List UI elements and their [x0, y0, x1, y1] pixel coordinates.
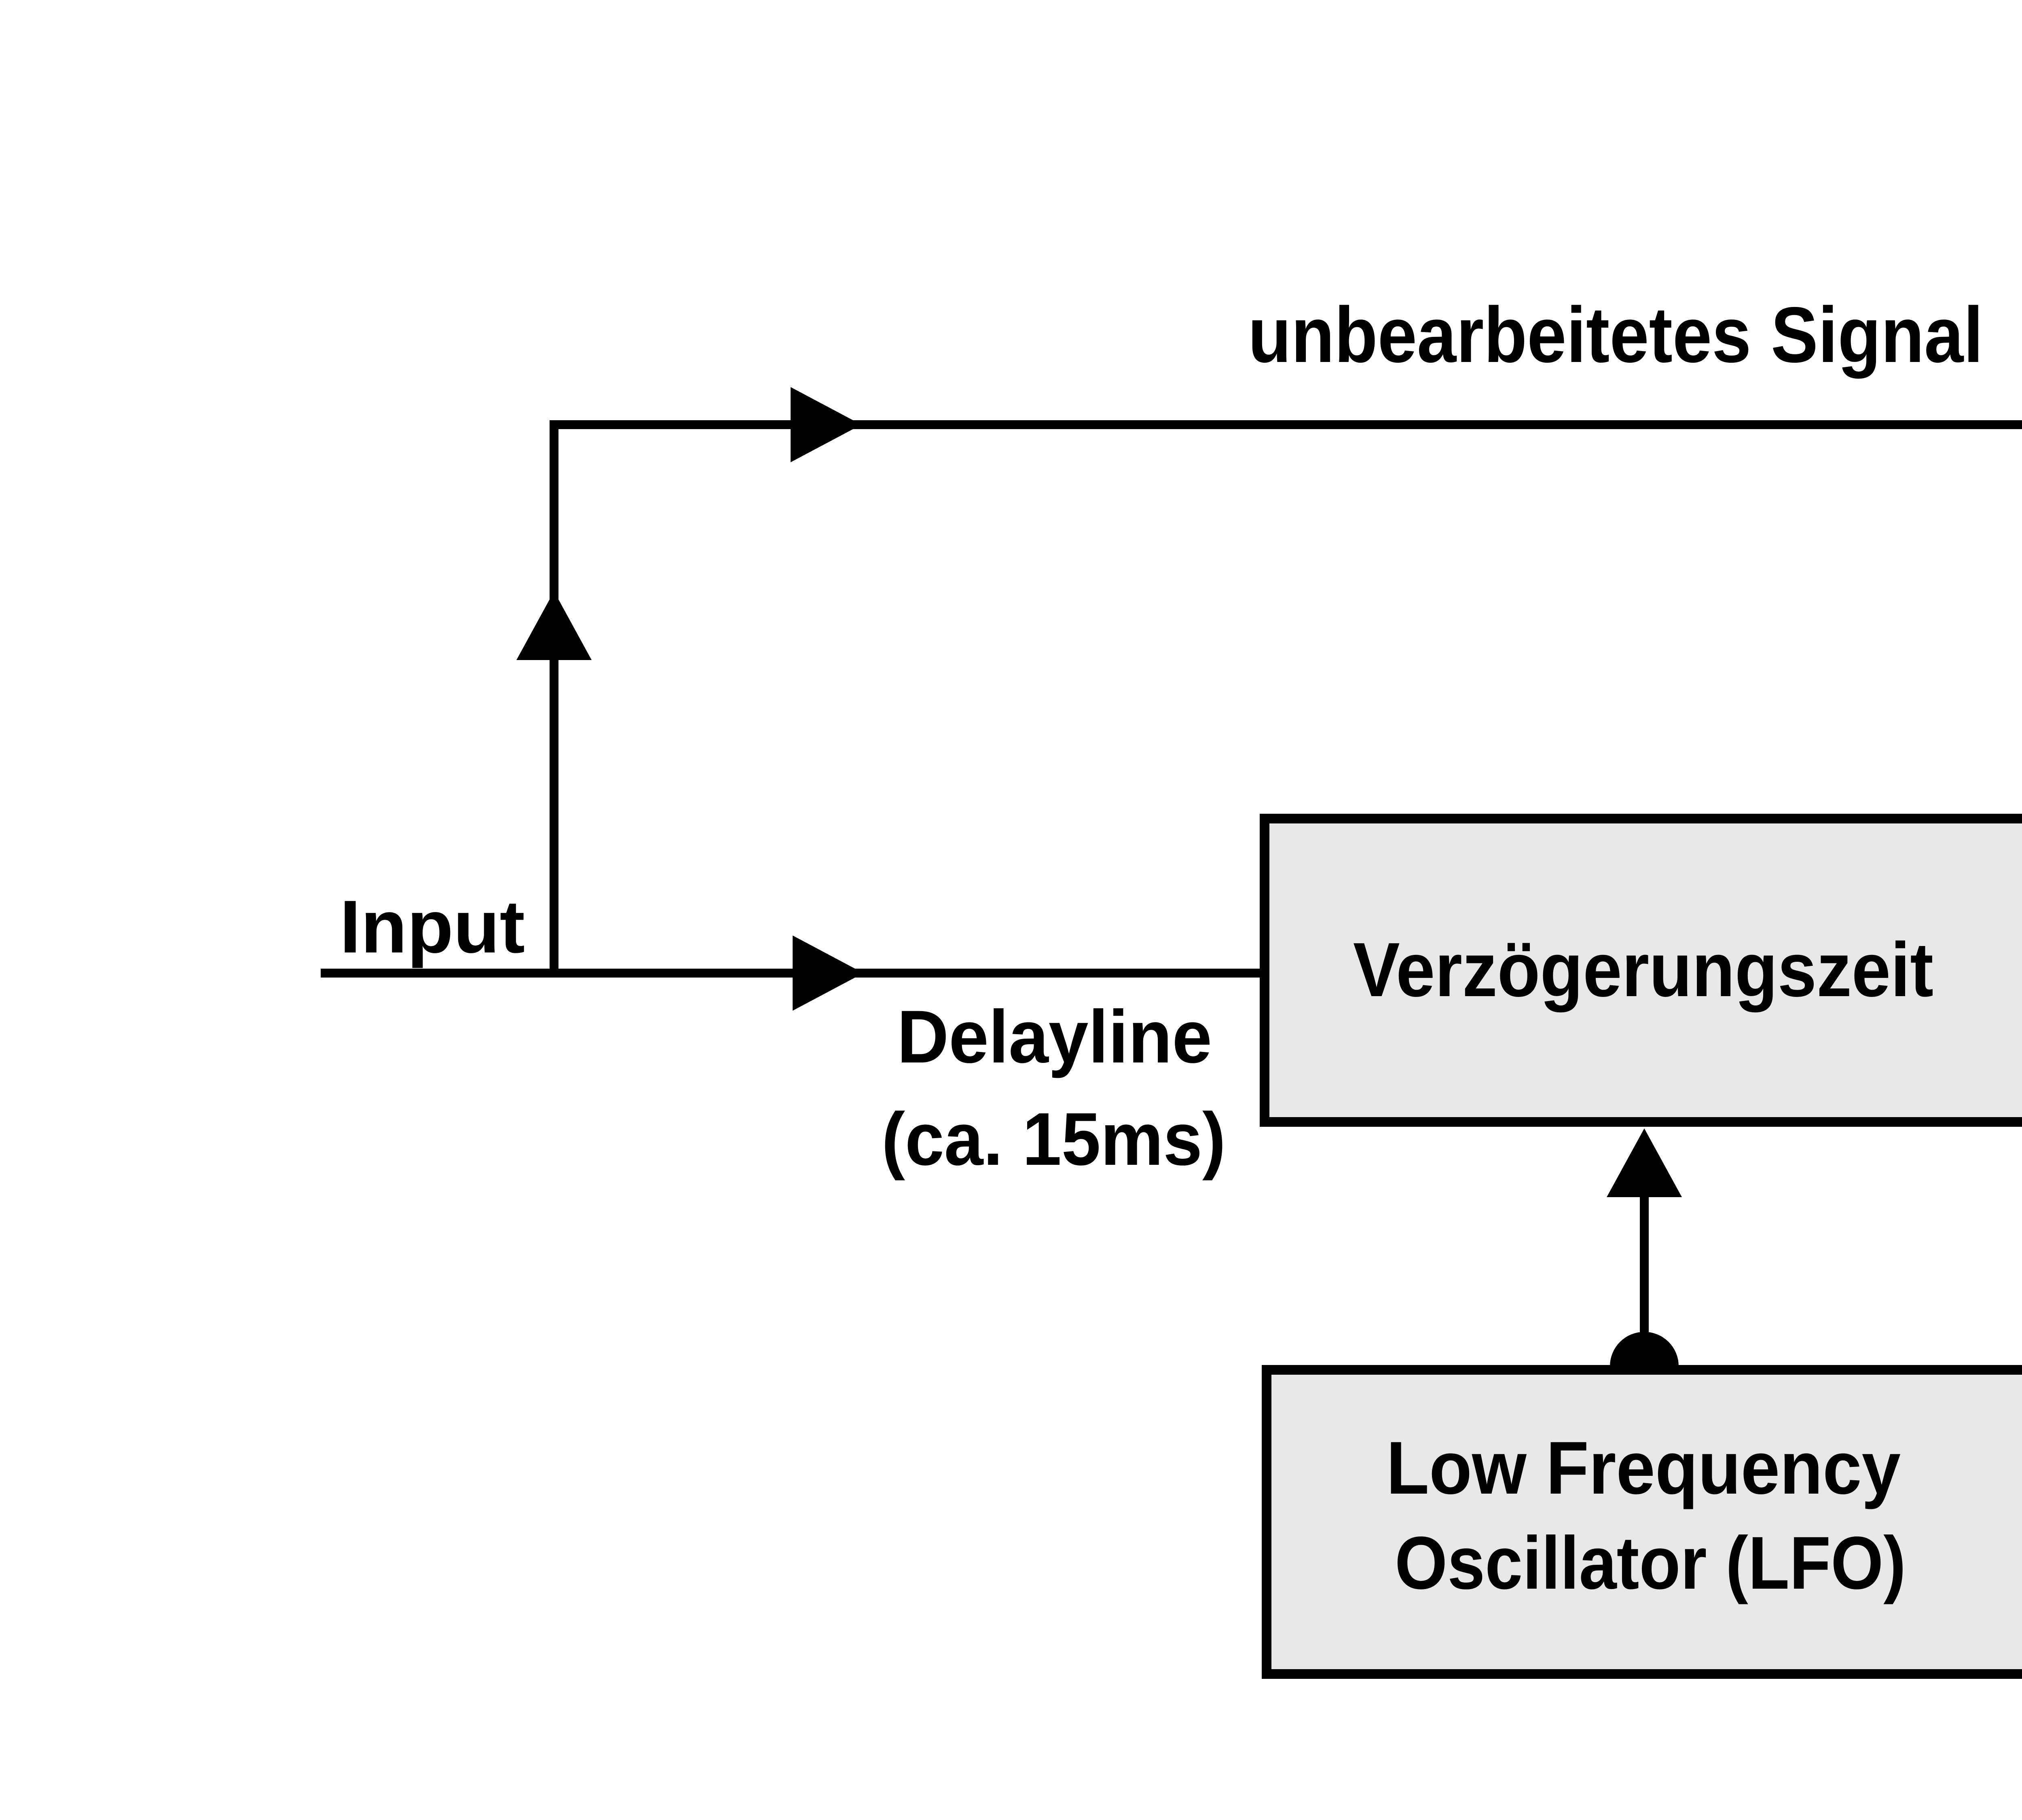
- input-label: Input: [340, 885, 525, 969]
- input-arrow-icon: [793, 935, 863, 1011]
- dry-signal-path: [550, 420, 2022, 971]
- delay-box: [1260, 814, 2022, 1127]
- lfo-box-label-line1: Low Frequency: [1386, 1426, 1901, 1510]
- branch-up-arrow-icon: [516, 591, 592, 660]
- delay-note-line2: (ca. 15ms): [882, 1098, 1226, 1181]
- lfo-box-label-line2: Oscillator (LFO): [1395, 1522, 1906, 1605]
- lfo-modulation-arrow-icon: [1607, 1128, 1682, 1197]
- delay-box-label: Verzögerungszeit: [1353, 927, 1933, 1013]
- lfo-box: [1262, 1365, 2022, 1679]
- dry-signal-label: unbearbeitetes Signal: [1248, 291, 1983, 379]
- delay-note-line1: Delayline: [897, 995, 1212, 1079]
- top-line-arrow-left-icon: [791, 387, 861, 462]
